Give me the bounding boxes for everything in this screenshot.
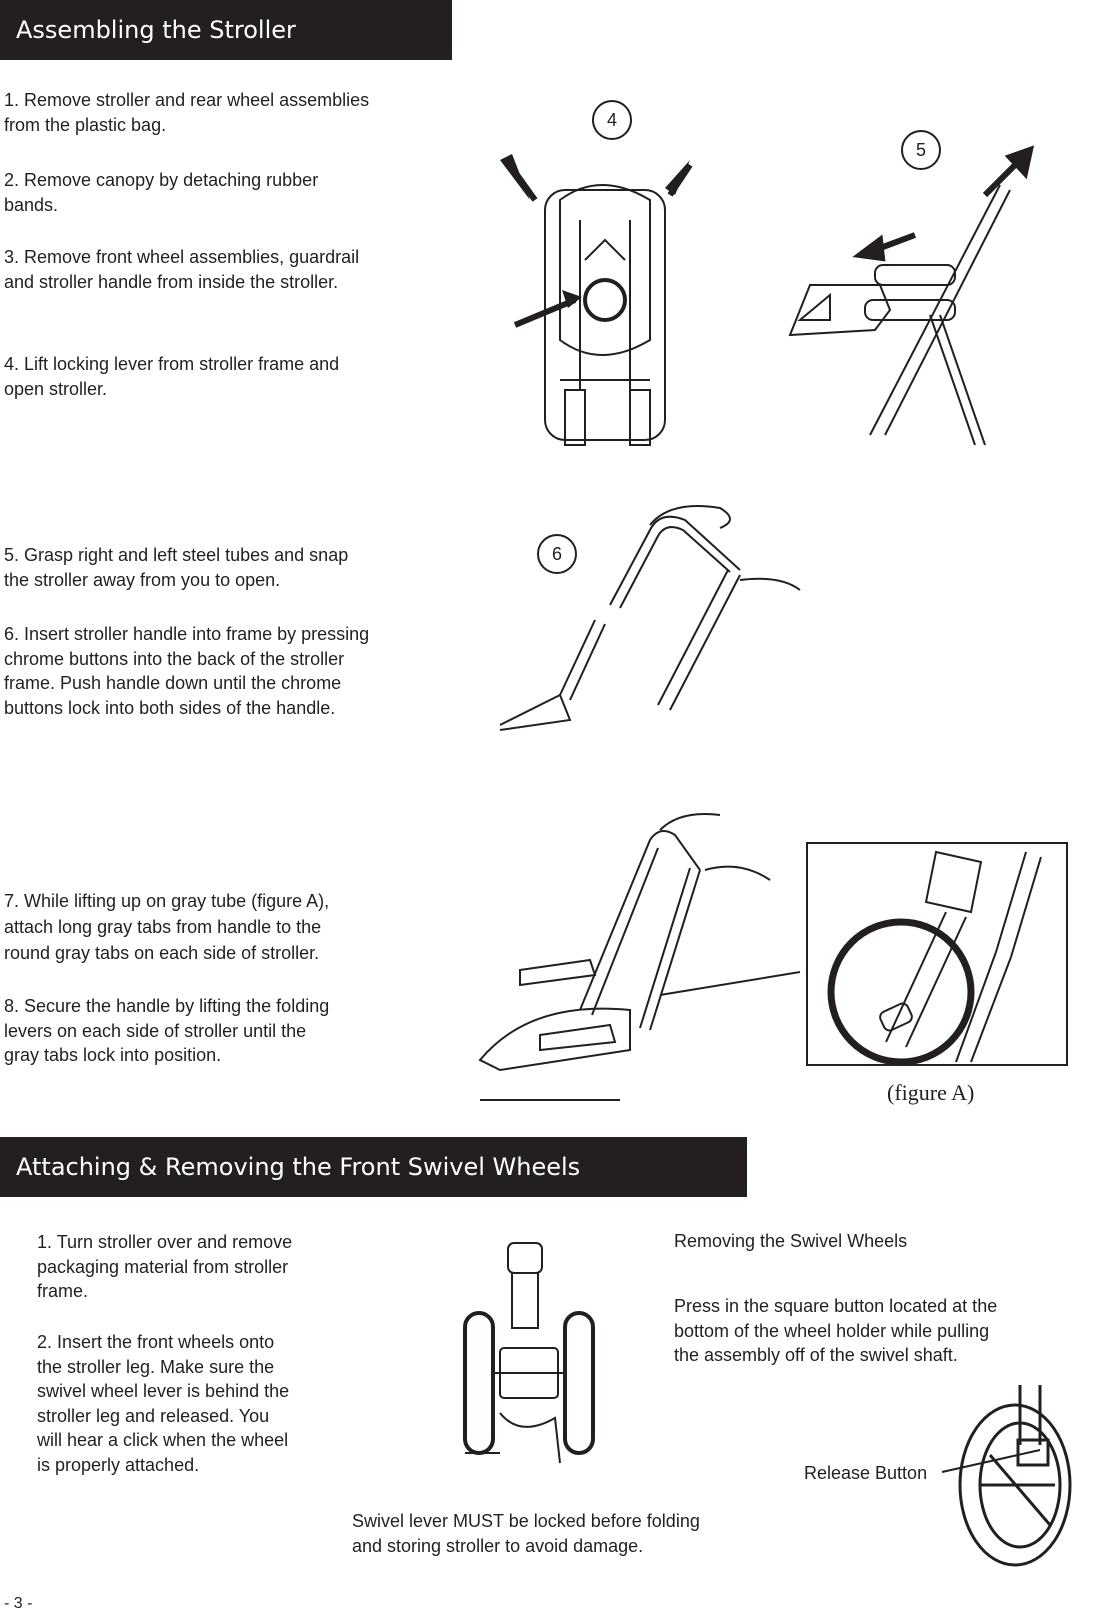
section-title: Attaching & Removing the Front Swivel Wh… [16, 1153, 581, 1181]
step-1: 1. Remove stroller and rear wheel assemb… [4, 90, 370, 135]
step-7: 7. While lifting up on gray tube (figure… [4, 891, 330, 963]
removing-instructions: Press in the square button located at th… [674, 1296, 998, 1365]
release-button-illustration [941, 1385, 1072, 1567]
release-button-label: Release Button [804, 1463, 928, 1483]
step-2: 2. Remove canopy by detaching rubber ban… [4, 170, 319, 215]
handle-attach-illustration [478, 813, 801, 1101]
wheel-step-2: 2. Insert the front wheels onto the stro… [37, 1332, 290, 1475]
step-3: 3. Remove front wheel assemblies, guardr… [4, 247, 360, 292]
stroller-front-illustration [500, 154, 693, 446]
handle-insertion-illustration [499, 505, 801, 731]
figure-badge-6: 6 [537, 534, 577, 574]
page-number: - 3 - [4, 1595, 33, 1612]
figure-a-detail [806, 842, 1068, 1066]
figure-badge-4: 4 [592, 100, 632, 140]
step-6: 6. Insert stroller handle into frame by … [4, 624, 370, 718]
section-title: Assembling the Stroller [16, 16, 296, 44]
step-8: 8. Secure the handle by lifting the fold… [4, 996, 330, 1065]
stroller-side-illustration [788, 145, 1035, 446]
wheel-step-1: 1. Turn stroller over and remove packagi… [37, 1232, 293, 1301]
swivel-warning: Swivel lever MUST be locked before foldi… [352, 1511, 700, 1556]
figure-badge-5: 5 [901, 130, 941, 170]
swivel-wheel-illustration [463, 1242, 595, 1464]
figure-a-caption: (figure A) [887, 1080, 975, 1105]
section-header-swivel-wheels: Attaching & Removing the Front Swivel Wh… [0, 1137, 747, 1197]
removing-title: Removing the Swivel Wheels [674, 1231, 908, 1251]
step-4: 4. Lift locking lever from stroller fram… [4, 354, 340, 399]
step-5: 5. Grasp right and left steel tubes and … [4, 545, 349, 590]
section-header-assembling: Assembling the Stroller [0, 0, 452, 60]
